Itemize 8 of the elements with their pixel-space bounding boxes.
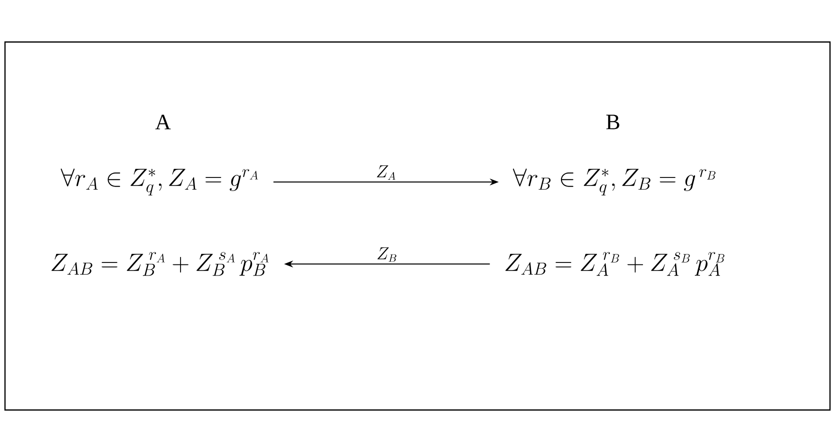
party-label: A [155,114,171,130]
formula: $\forall r_B \in Z_q^{*}, Z_B = g^{\,r_B}$ [512,168,716,196]
edge-label: $Z_B$ [377,247,396,262]
party-label: B [606,114,620,130]
formula: $Z_{AB} = Z_A^{\;r_B} + Z_A^{\;s_B}\, p_A^{r_B}$ [505,252,724,276]
edge-label: $Z_A$ [376,165,396,180]
formula: $Z_{AB} = Z_B^{\;r_A} + Z_B^{\;s_A}\, p_B^{r_A}$ [52,252,269,276]
formula: $\forall r_A \in Z_q^{*}, Z_A = g^{r_A}$ [60,168,258,196]
